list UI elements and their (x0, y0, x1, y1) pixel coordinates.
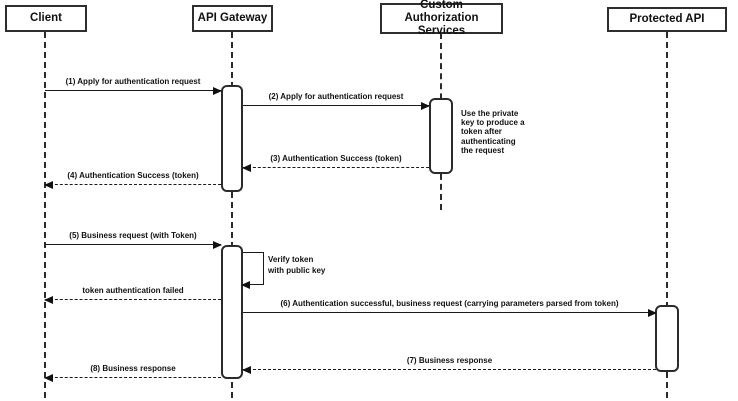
arrowhead-right-icon (213, 240, 222, 249)
activation-protected-api (655, 305, 679, 372)
lifeline-api-gateway (231, 32, 233, 398)
message-2-label: (2) Apply for authentication request (268, 92, 404, 101)
arrowhead-left-icon (44, 373, 53, 382)
arrowhead-left-icon (44, 180, 53, 189)
lifeline-client (44, 32, 46, 398)
message-token-auth-failed-line (45, 299, 221, 300)
message-7-label: (7) Business response (406, 356, 493, 365)
actor-custom-authorization-services: Custom Authorization Services (380, 0, 503, 37)
message-4-line (45, 184, 221, 185)
actor-client: Client (5, 5, 87, 32)
message-3-label: (3) Authentication Success (token) (270, 154, 402, 163)
message-token-auth-failed: token authentication failed (44, 280, 221, 304)
self-message-verify-token-label: Verify token with public key (268, 255, 326, 275)
self-message-verify-token-loop (241, 252, 264, 289)
actor-protected-api: Protected API (607, 7, 727, 32)
activation-api-gateway-business (221, 245, 243, 379)
message-6-line (243, 312, 656, 313)
message-6: (6) Authentication successful, business … (243, 293, 657, 317)
message-4: (4) Authentication Success (token) (44, 165, 221, 189)
message-6-label: (6) Authentication successful, business … (280, 299, 619, 308)
actor-client-label: Client (30, 11, 62, 24)
arrowhead-right-icon (648, 308, 657, 317)
message-3-line (243, 167, 429, 168)
lifeline-protected-api (666, 32, 668, 398)
message-5: (5) Business request (with Token) (45, 225, 222, 249)
actor-api-gateway: API Gateway (192, 5, 273, 32)
actor-custom-authorization-services-label: Custom Authorization Services (404, 0, 479, 38)
message-7-line (243, 369, 656, 370)
note-private-key: Use the private key to produce a token a… (461, 109, 525, 155)
arrowhead-left-icon (44, 295, 53, 304)
activation-custom-authorization-services (429, 98, 453, 174)
message-2: (2) Apply for authentication request (243, 86, 430, 110)
message-8: (8) Business response (44, 358, 221, 382)
arrowhead-left-icon (242, 365, 251, 374)
arrowhead-left-icon (241, 281, 250, 289)
message-8-label: (8) Business response (90, 364, 176, 373)
message-8-line (45, 377, 221, 378)
message-5-line (45, 244, 221, 245)
actor-protected-api-label: Protected API (629, 12, 705, 25)
arrowhead-left-icon (242, 163, 251, 172)
message-1-label: (1) Apply for authentication request (65, 77, 201, 86)
message-1-line (45, 90, 221, 91)
arrowhead-right-icon (213, 86, 222, 95)
message-2-line (243, 105, 429, 106)
activation-api-gateway-auth (221, 85, 243, 192)
message-1: (1) Apply for authentication request (45, 71, 222, 95)
message-4-label: (4) Authentication Success (token) (67, 171, 199, 180)
message-3: (3) Authentication Success (token) (242, 148, 429, 172)
arrowhead-right-icon (421, 101, 430, 110)
message-5-label: (5) Business request (with Token) (69, 231, 197, 240)
actor-api-gateway-label: API Gateway (197, 11, 268, 24)
message-token-auth-failed-label: token authentication failed (82, 286, 184, 295)
message-7: (7) Business response (242, 350, 656, 374)
